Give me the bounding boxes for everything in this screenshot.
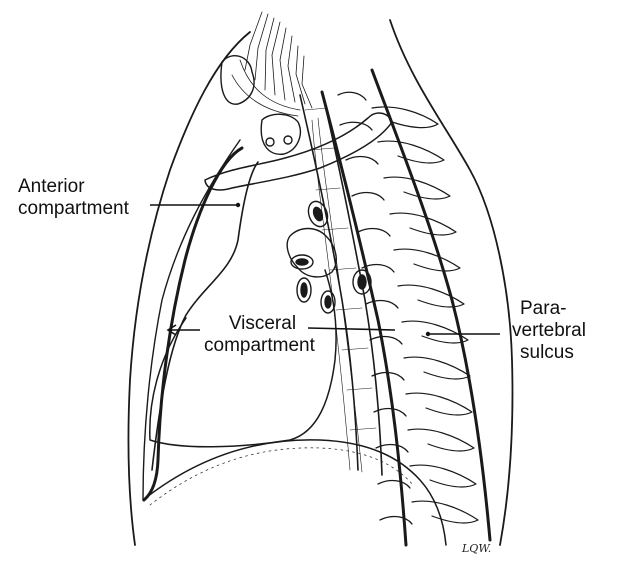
label-anterior-line2: compartment [18,198,129,220]
label-anterior-compartment: Anterior compartment [18,176,129,220]
label-visceral-line2: compartment [204,335,315,357]
anterior-leader-dot [236,203,240,207]
label-paravertebral-line3: sulcus [512,342,586,364]
diaphragm-hatch [150,448,414,505]
spinous-processes [372,107,478,523]
label-paravertebral-line2: vertebral [512,320,586,342]
paravertebral-leader-dot [426,332,430,336]
label-paravertebral-sulcus: Para- vertebral sulcus [512,298,586,364]
visceral-leader-line-right [308,328,395,330]
paravertebral-back-line [372,70,490,540]
label-paravertebral-line1: Para- [512,298,586,320]
artist-signature: LQW. [461,542,491,555]
anterior-chest-wall [128,32,250,545]
posterior-back-contour [390,20,513,545]
label-visceral-compartment: Visceral compartment [204,313,315,357]
label-visceral-line1: Visceral [204,313,315,335]
label-anterior-line1: Anterior [18,176,129,198]
